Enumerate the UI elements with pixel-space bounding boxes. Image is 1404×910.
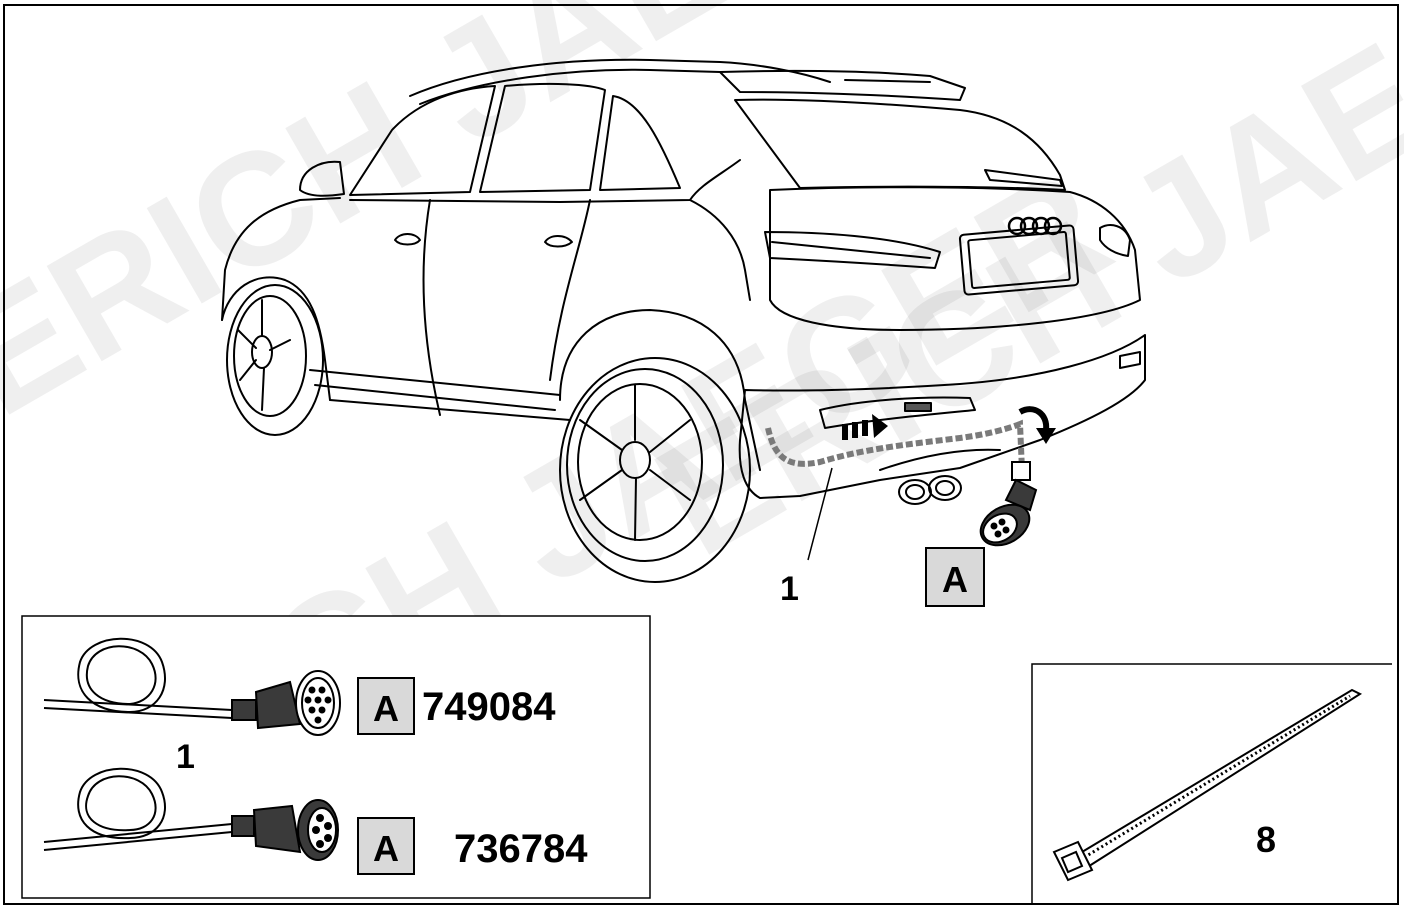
callout-a-badge <box>925 547 985 607</box>
connector-749084-icon <box>231 670 341 736</box>
left-tail-light <box>764 231 941 269</box>
harness-route <box>765 419 1025 471</box>
rear-wiper <box>984 169 1063 187</box>
harness-coil-1 <box>43 637 233 719</box>
rear-bumper <box>738 334 1146 499</box>
front-wheel <box>226 284 324 436</box>
part-1-callout: 1 <box>176 738 195 776</box>
part-1-number: 749084 <box>422 685 556 729</box>
callout-a-label: A <box>942 559 968 600</box>
quarter-window <box>599 95 681 191</box>
tow-socket-connector <box>979 461 1038 547</box>
turn-arrow <box>1018 406 1050 431</box>
cable-tie-box: 8 <box>1031 663 1392 904</box>
routing-arrow <box>842 414 888 440</box>
car-rear-view <box>221 58 1146 583</box>
part-2-number: 736784 <box>454 827 588 871</box>
harness-coil-2 <box>43 767 233 851</box>
side-mirror <box>299 160 345 197</box>
callout-1-label: 1 <box>780 570 799 608</box>
tailgate <box>769 186 1141 331</box>
cable-tie-callout: 8 <box>1256 819 1276 860</box>
exhaust-pipe-1 <box>898 479 932 505</box>
part-1-badge <box>357 677 415 735</box>
part-1-badge-label: A <box>373 688 399 729</box>
rear-door-handle <box>544 235 573 248</box>
brand-logo <box>1007 216 1063 236</box>
part-2-badge <box>357 817 415 875</box>
exhaust-pipe-2 <box>928 475 962 501</box>
right-tail-light <box>1099 224 1131 257</box>
turn-arrow-head <box>1036 428 1056 444</box>
rear-door-window <box>479 82 606 193</box>
page-frame <box>3 4 1399 905</box>
part-2-badge-label: A <box>373 828 399 869</box>
callout-1-leader <box>807 467 833 561</box>
rear-wheel <box>559 357 751 583</box>
license-plate <box>958 224 1080 296</box>
cable-tie-icon <box>1052 688 1363 882</box>
connector-736784-icon <box>231 799 339 861</box>
parts-box: A 749084 1 A 736784 <box>21 615 651 899</box>
front-door-handle <box>394 233 421 246</box>
front-door-window <box>349 85 496 196</box>
